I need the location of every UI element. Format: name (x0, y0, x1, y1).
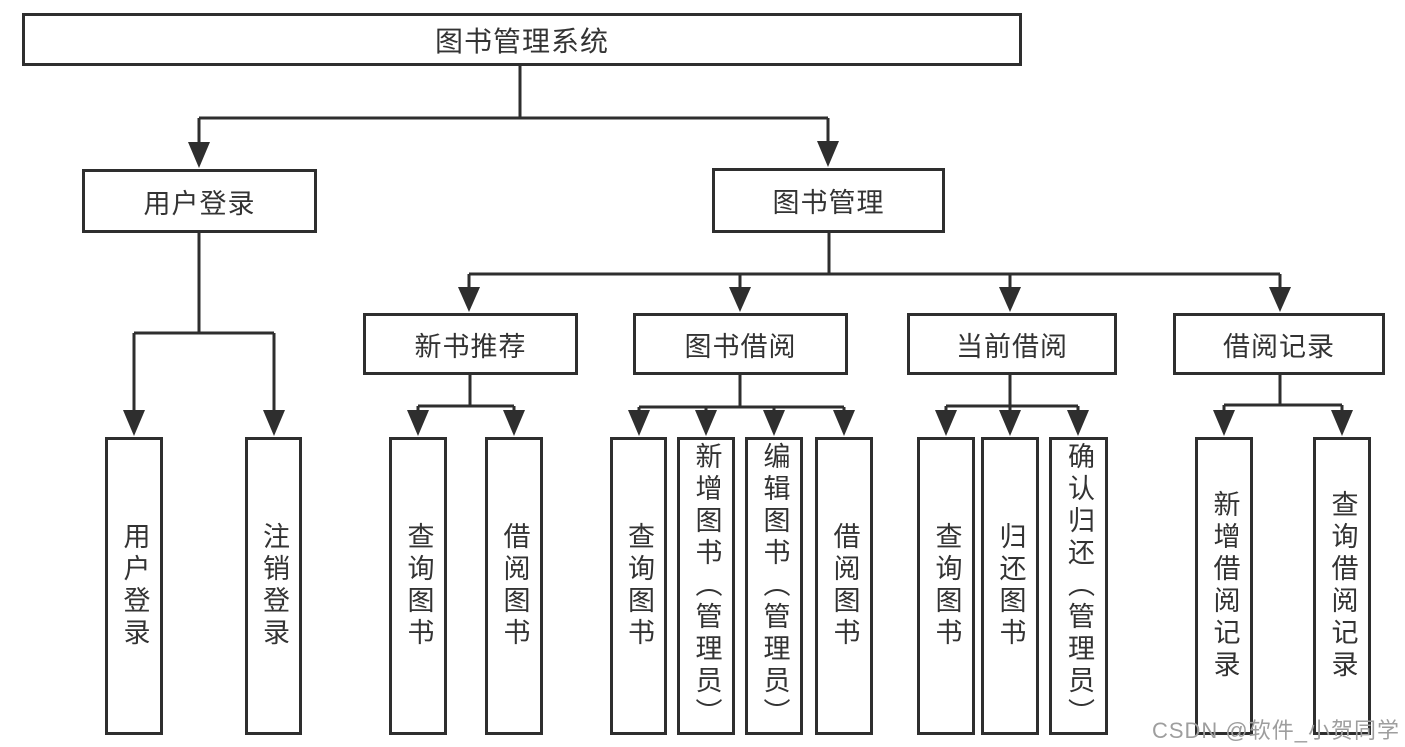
node-book-management: 图书管理 (712, 168, 945, 233)
arrowhead-icon (763, 410, 785, 436)
arrowhead-icon (628, 410, 650, 436)
leaf-recommend-borrow-books-label: 借阅图书 (499, 522, 530, 650)
node-book-borrowing: 图书借阅 (633, 313, 848, 375)
node-current-borrowing-label: 当前借阅 (956, 331, 1068, 362)
arrowhead-icon (503, 410, 525, 436)
node-current-borrowing: 当前借阅 (907, 313, 1117, 375)
leaf-user-login-label: 用户登录 (119, 522, 150, 650)
leaf-records-query-record: 查询借阅记录 (1313, 437, 1371, 735)
arrowhead-icon (458, 287, 480, 312)
node-root: 图书管理系统 (22, 13, 1022, 66)
node-user-login: 用户登录 (82, 169, 317, 233)
leaf-current-query-books: 查询图书 (917, 437, 975, 735)
arrowhead-icon (729, 287, 751, 312)
arrowhead-icon (999, 287, 1021, 312)
node-root-label: 图书管理系统 (434, 25, 609, 57)
leaf-recommend-query-books-label: 查询图书 (403, 522, 434, 650)
leaf-current-query-books-label: 查询图书 (931, 522, 962, 650)
node-book-borrowing-label: 图书借阅 (684, 331, 797, 362)
leaf-current-return-books-label: 归还图书 (995, 522, 1026, 650)
leaf-records-add-record: 新增借阅记录 (1195, 437, 1253, 735)
leaf-current-confirm-return-label: 确认归还（管理员） (1064, 442, 1094, 730)
node-new-book-recommendation-label: 新书推荐 (414, 331, 527, 362)
leaf-logout: 注销登录 (245, 437, 302, 735)
node-book-management-label: 图书管理 (772, 188, 885, 218)
arrowhead-icon (407, 410, 429, 436)
leaf-borrow-edit-books: 编辑图书（管理员） (745, 437, 803, 735)
leaf-logout-label: 注销登录 (259, 522, 289, 650)
node-borrowing-records-label: 借阅记录 (1223, 331, 1335, 362)
arrowhead-icon (1269, 287, 1291, 312)
arrowhead-icon (123, 410, 145, 436)
csdn-watermark: CSDN @软件_小贺同学 (1151, 718, 1400, 743)
arrowhead-icon (695, 410, 717, 436)
leaf-borrow-query-books: 查询图书 (610, 437, 667, 735)
leaf-borrow-borrow-books-label: 借阅图书 (829, 522, 860, 650)
leaf-borrow-add-books: 新增图书（管理员） (677, 437, 735, 735)
arrowhead-icon (999, 410, 1021, 436)
leaf-current-confirm-return: 确认归还（管理员） (1049, 437, 1108, 735)
leaf-current-return-books: 归还图书 (981, 437, 1039, 735)
node-borrowing-records: 借阅记录 (1173, 313, 1385, 375)
node-user-login-label: 用户登录 (143, 188, 256, 219)
arrowhead-icon (1067, 410, 1089, 436)
leaf-records-add-record-label: 新增借阅记录 (1209, 490, 1240, 682)
node-new-book-recommendation: 新书推荐 (363, 313, 578, 375)
arrowhead-icon (188, 142, 210, 168)
leaf-borrow-add-books-label: 新增图书（管理员） (691, 442, 722, 730)
arrowhead-icon (935, 410, 957, 436)
leaf-recommend-borrow-books: 借阅图书 (485, 437, 543, 735)
arrowhead-icon (1213, 410, 1235, 436)
arrowhead-icon (1331, 410, 1353, 436)
leaf-records-query-record-label: 查询借阅记录 (1327, 490, 1358, 682)
leaf-user-login: 用户登录 (105, 437, 163, 735)
leaf-recommend-query-books: 查询图书 (389, 437, 447, 735)
leaf-borrow-edit-books-label: 编辑图书（管理员） (759, 442, 790, 730)
leaf-borrow-borrow-books: 借阅图书 (815, 437, 873, 735)
leaf-borrow-query-books-label: 查询图书 (624, 522, 654, 650)
arrowhead-icon (833, 410, 855, 436)
arrowhead-icon (263, 410, 285, 436)
arrowhead-icon (817, 141, 839, 167)
